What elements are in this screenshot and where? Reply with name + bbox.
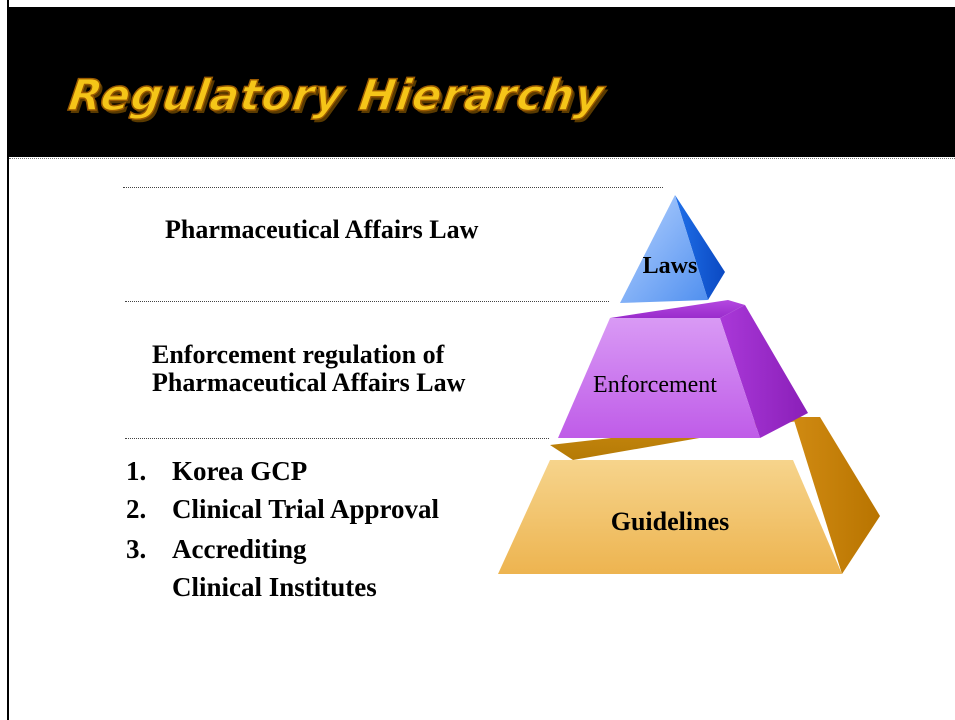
tier-enforcement: Enforcement — [558, 300, 808, 438]
list-item-text: Accrediting — [172, 534, 307, 564]
tier-enforcement-front — [558, 318, 760, 438]
tier-enforcement-top — [610, 300, 745, 318]
header-divider — [9, 158, 955, 159]
tier-guidelines-front — [498, 460, 842, 574]
title-bar: Regulatory Hierarchy — [7, 7, 955, 157]
tier-guidelines-side — [793, 417, 880, 574]
laws-description: Pharmaceutical Affairs Law — [165, 215, 479, 244]
tier-laws-label: Laws — [643, 253, 698, 279]
tier-guidelines: Guidelines — [498, 417, 880, 574]
tier-laws-front — [620, 195, 708, 303]
list-item-text: Korea GCP — [172, 456, 308, 486]
divider-laws-enforcement — [125, 301, 609, 302]
list-item-text: Clinical Trial Approval — [172, 494, 440, 524]
enforcement-description: Enforcement regulation of Pharmaceutical… — [152, 341, 465, 397]
list-item-continuation: Clinical Institutes — [172, 572, 377, 602]
list-item-number: 2. — [126, 494, 147, 524]
tier-guidelines-label: Guidelines — [611, 507, 729, 536]
list-item-number: 1. — [126, 456, 147, 486]
tier-laws: Laws — [620, 195, 725, 303]
list-item-number: 3. — [126, 534, 147, 564]
tier-enforcement-label: Enforcement — [593, 372, 717, 398]
list-item: 2. Clinical Trial Approval — [126, 494, 439, 525]
divider-enforcement-guidelines — [125, 438, 549, 439]
list-item: 1. Korea GCP — [126, 456, 307, 487]
tier-laws-side — [675, 195, 725, 300]
divider-top — [123, 187, 663, 188]
tier-enforcement-side — [720, 305, 808, 438]
enforcement-description-line1: Enforcement regulation of — [152, 340, 445, 369]
list-item: 3. Accrediting — [126, 534, 306, 565]
enforcement-description-line2: Pharmaceutical Affairs Law — [152, 368, 466, 397]
slide-frame — [7, 0, 955, 720]
